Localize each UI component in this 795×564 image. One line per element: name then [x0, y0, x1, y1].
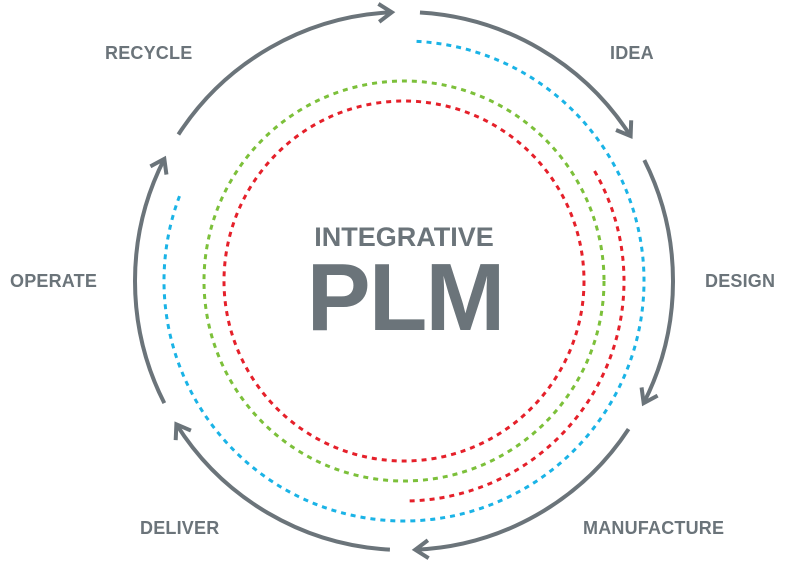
- blue-dashed-arc: [162, 39, 646, 523]
- stage-label-design: DESIGN: [705, 271, 776, 291]
- arrowhead-icon: [377, 2, 396, 24]
- arrowhead-icon: [411, 538, 430, 560]
- gray-cycle-arc: [174, 423, 391, 552]
- stage-label-operate: OPERATE: [10, 271, 98, 291]
- red-dashed-ring: [222, 99, 586, 463]
- gray-cycle-arc: [415, 427, 631, 552]
- diagram-title: PLM: [306, 244, 506, 351]
- stage-label-manufacture: MANUFACTURE: [583, 518, 725, 538]
- arrowhead-icon: [639, 387, 659, 407]
- arrowhead-icon: [615, 120, 634, 140]
- arrowhead-icon: [173, 421, 192, 441]
- green-dashed-ring: [202, 79, 606, 483]
- gray-cycle-arc: [133, 157, 167, 405]
- gray-cycle-arc: [176, 10, 392, 136]
- stage-label-recycle: RECYCLE: [105, 43, 193, 63]
- stage-label-idea: IDEA: [610, 43, 654, 63]
- diagram-subtitle: INTEGRATIVE: [314, 222, 494, 252]
- gray-cycle-arc: [419, 10, 633, 138]
- stage-label-deliver: DELIVER: [140, 518, 220, 538]
- gray-cycle-arc: [641, 159, 675, 405]
- arrowhead-icon: [149, 155, 169, 175]
